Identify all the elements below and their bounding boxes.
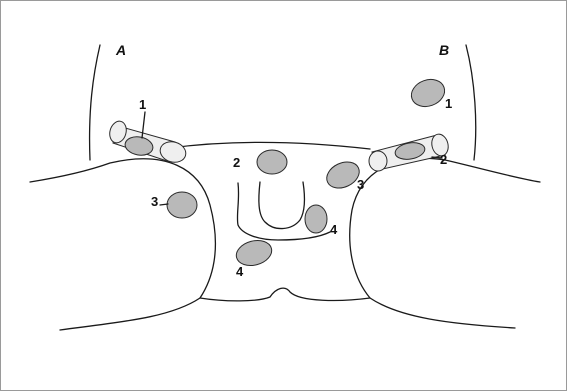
label-right-3: 3 — [357, 177, 364, 192]
oval-center-2 — [257, 150, 287, 174]
label-left-3: 3 — [151, 194, 158, 209]
bottom-notch-line — [200, 288, 370, 301]
panel-label-b: B — [439, 42, 449, 58]
inner-u-line — [259, 182, 305, 229]
label-center-4: 4 — [330, 222, 338, 237]
left-wall-line — [90, 45, 100, 160]
right-cylinder — [369, 132, 450, 171]
oval-center-4 — [305, 205, 327, 233]
label-bottom-4: 4 — [236, 264, 244, 279]
upper-contour-line — [170, 142, 370, 149]
panel-label-a: A — [115, 42, 126, 58]
right-wall-line — [466, 45, 476, 160]
right-lobe-outline — [350, 158, 540, 328]
left-lobe-outline — [30, 159, 215, 330]
label-right-1: 1 — [445, 96, 452, 111]
label-left-1: 1 — [139, 97, 146, 112]
oval-left-3 — [167, 192, 197, 218]
oval-right-1 — [408, 75, 449, 111]
label-center-2: 2 — [233, 155, 240, 170]
label-right-2: 2 — [440, 152, 447, 167]
